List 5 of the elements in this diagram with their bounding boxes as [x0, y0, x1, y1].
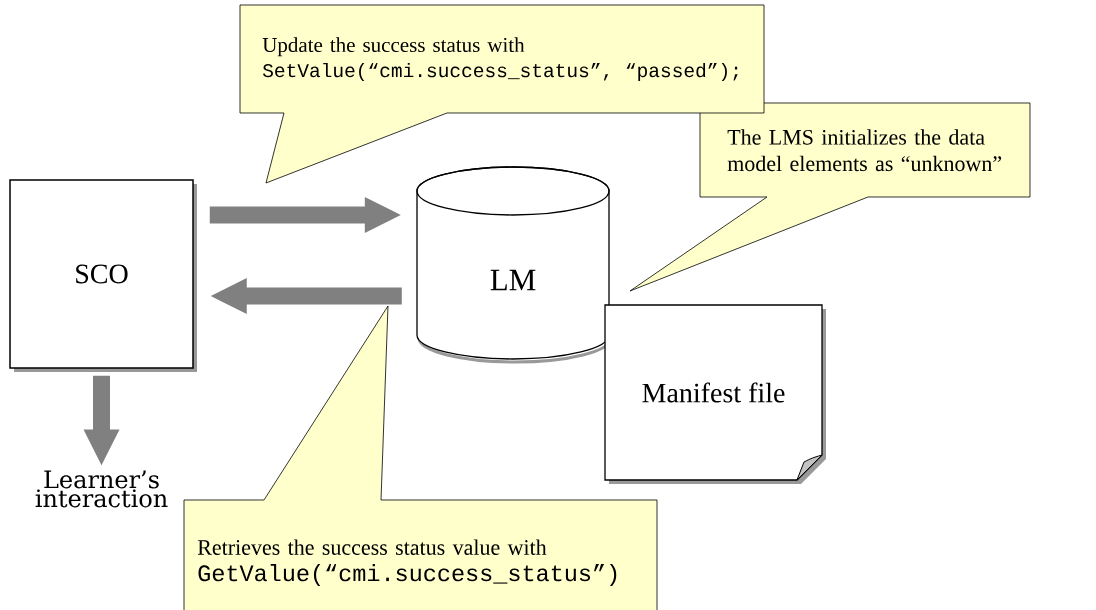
- callout: The LMS initializes the data model elements as “unknown”: [629, 102, 1031, 292]
- sco-box: SCO: [9, 179, 197, 372]
- outcome-label: Learner’s interaction: [35, 470, 168, 508]
- document-page: Manifest file: [604, 304, 826, 484]
- database-cylinder: LM: [416, 166, 613, 364]
